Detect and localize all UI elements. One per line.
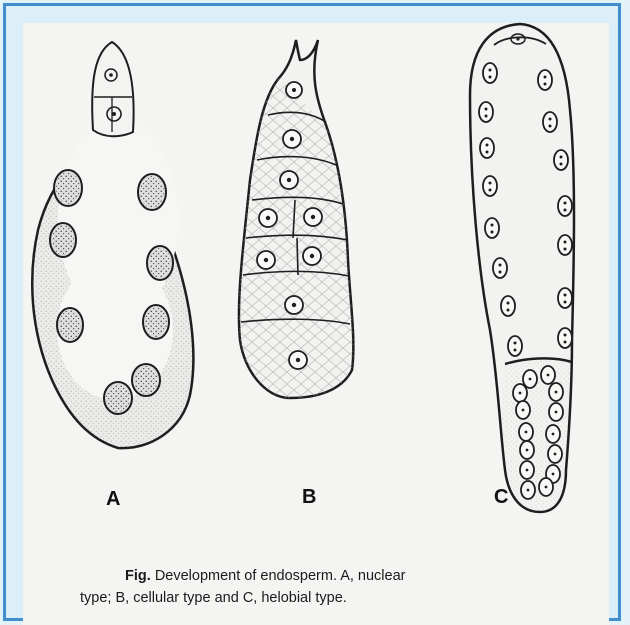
label-c: C — [494, 486, 508, 509]
figure-caption: Fig. Development of endosperm. A, nuclea… — [80, 565, 580, 609]
caption-line-2: type; B, cellular type and C, helobial t… — [80, 587, 580, 609]
label-a: A — [106, 488, 120, 511]
caption-fig-prefix: Fig. — [125, 568, 151, 584]
caption-text-1: Development of endosperm. A, nuclear — [155, 568, 406, 584]
label-b: B — [302, 486, 316, 509]
caption-line-1: Fig. Development of endosperm. A, nuclea… — [80, 565, 580, 587]
egg-apparatus — [92, 42, 133, 136]
